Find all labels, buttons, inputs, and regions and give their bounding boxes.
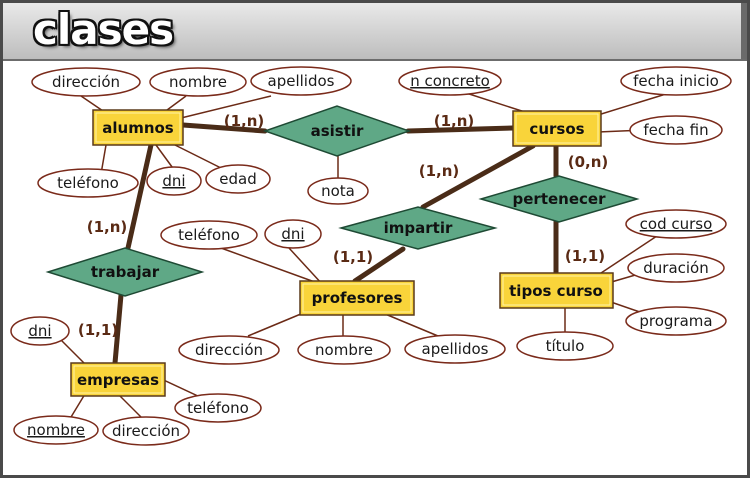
svg-text:tipos curso: tipos curso [509,282,603,300]
svg-text:apellidos: apellidos [268,72,335,90]
header-accent [741,3,747,59]
svg-text:dni: dni [28,322,51,340]
attribute-nota-asistir: nota [307,177,369,205]
svg-text:fecha fin: fecha fin [643,121,708,139]
attribute-cod-curso-tipos: cod curso [625,209,727,239]
cardinality-trabajar-empresas: (1,1) [78,321,118,339]
cardinality-alumnos-trabajar: (1,n) [87,218,128,236]
cardinality-alumnos-asistir: (1,n) [224,112,265,130]
svg-text:asistir: asistir [311,122,364,140]
attribute-programa-tipos: programa [625,306,727,336]
svg-text:pertenecer: pertenecer [513,190,607,208]
attribute-telefono-profesores: teléfono [160,220,258,250]
svg-text:nombre: nombre [27,421,85,439]
relationship-connectors [112,122,559,366]
svg-text:teléfono: teléfono [57,174,119,192]
attribute-edad-alumnos: edad [205,164,271,194]
relationship-impartir: impartir [338,206,498,250]
cardinality-cursos-impartir: (1,n) [419,162,460,180]
svg-text:programa: programa [639,312,712,330]
attribute-dni-alumnos: dni [146,166,202,196]
cardinality-impartir-profesores: (1,1) [333,248,373,266]
svg-text:cursos: cursos [529,120,584,138]
attribute-nombre-profesores: nombre [297,335,391,365]
relationship-pertenecer: pertenecer [478,175,640,223]
svg-text:dirección: dirección [195,341,263,359]
svg-text:n concreto: n concreto [410,72,490,90]
attribute-duracion-tipos: duración [627,253,725,283]
attribute-dni-profesores: dni [264,219,322,249]
svg-text:alumnos: alumnos [102,119,174,137]
svg-text:duración: duración [643,259,709,277]
svg-text:apellidos: apellidos [422,340,489,358]
cardinality-asistir-cursos: (1,n) [434,112,475,130]
entity-alumnos: alumnos [92,109,184,146]
entity-cursos: cursos [512,110,602,147]
svg-text:dni: dni [162,172,185,190]
attribute-titulo-tipos: título [516,331,614,361]
svg-text:fecha inicio: fecha inicio [633,72,719,90]
svg-text:dirección: dirección [112,422,180,440]
svg-text:dirección: dirección [52,73,120,91]
entity-profesores: profesores [299,280,415,316]
er-diagram: dirección nombre apellidos teléfono dni … [10,66,732,446]
entity-empresas: empresas [70,362,166,397]
header-bar: clases [3,3,747,61]
svg-text:trabajar: trabajar [91,263,160,281]
attribute-direccion-alumnos: dirección [31,67,141,97]
attribute-telefono-empresas: teléfono [174,393,262,423]
attribute-direccion-empresas: dirección [102,416,190,446]
svg-text:impartir: impartir [384,219,453,237]
relationship-trabajar: trabajar [45,247,205,297]
svg-text:nombre: nombre [169,73,227,91]
attribute-n-concreto-cursos: n concreto [398,66,502,96]
entity-tipos-curso: tipos curso [499,272,614,309]
page-title: clases [33,5,174,54]
svg-text:cod curso: cod curso [640,215,713,233]
attribute-nombre-alumnos: nombre [149,67,247,97]
attribute-direccion-profesores: dirección [178,335,280,365]
svg-text:nota: nota [321,182,355,200]
attribute-fecha-fin-cursos: fecha fin [629,115,723,145]
svg-text:teléfono: teléfono [187,399,249,417]
cardinality-cursos-pertenecer: (0,n) [568,153,609,171]
attribute-nombre-empresas: nombre [13,415,99,445]
svg-text:edad: edad [219,170,256,188]
attribute-telefono-alumnos: teléfono [37,168,139,198]
svg-text:empresas: empresas [77,371,159,389]
svg-text:profesores: profesores [312,289,403,307]
attribute-apellidos-alumnos: apellidos [250,66,352,96]
svg-text:nombre: nombre [315,341,373,359]
svg-text:dni: dni [281,225,304,243]
relationship-asistir: asistir [262,105,412,157]
attribute-dni-empresas: dni [10,316,70,346]
svg-text:título: título [546,337,585,355]
cardinality-pertenecer-tipos: (1,1) [565,247,605,265]
attribute-apellidos-profesores: apellidos [404,334,506,364]
svg-text:teléfono: teléfono [178,226,240,244]
attribute-fecha-inicio-cursos: fecha inicio [620,66,732,96]
